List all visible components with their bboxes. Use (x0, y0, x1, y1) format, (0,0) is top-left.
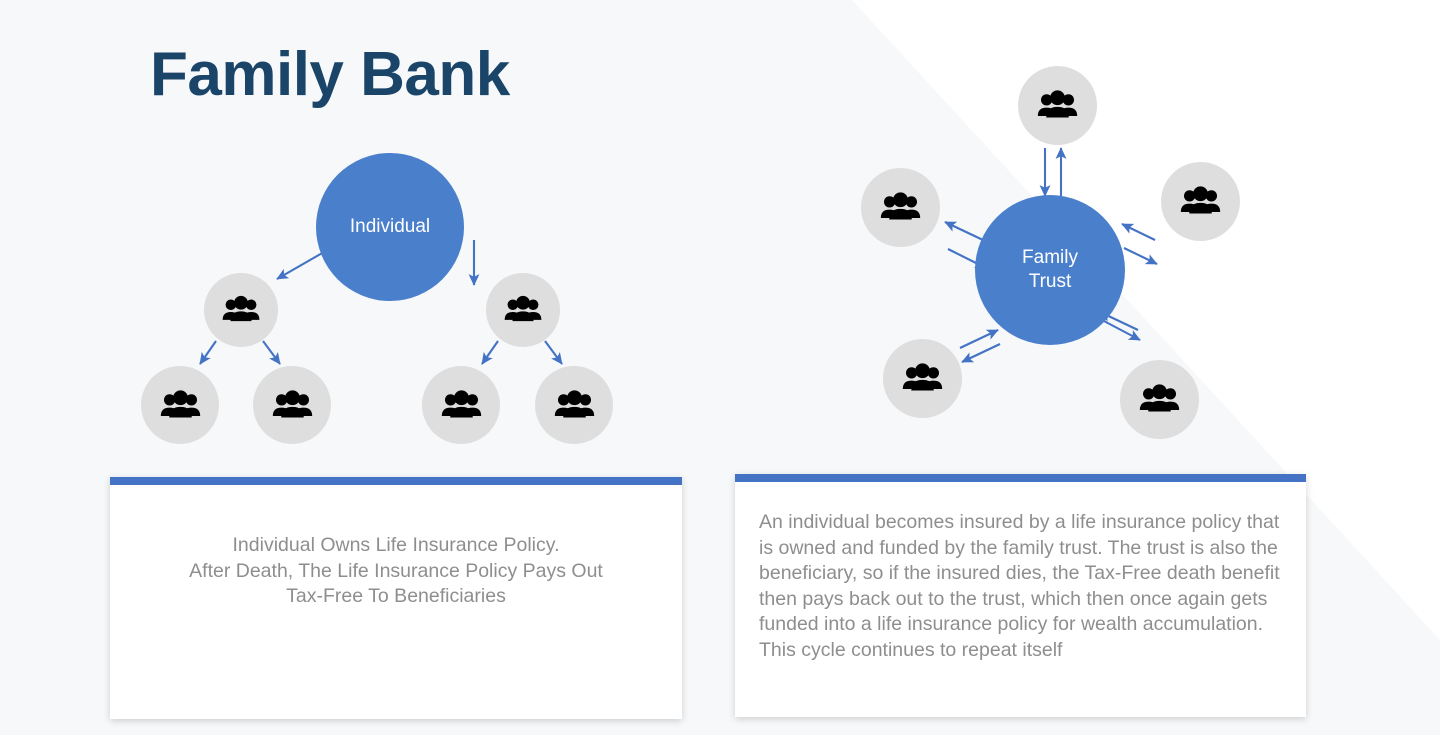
node-ind-child-1[interactable] (204, 273, 278, 347)
node-trust-right[interactable] (1161, 162, 1240, 241)
card-left: Individual Owns Life Insurance Policy. A… (110, 477, 682, 719)
arrow-individual-to-child-left (276, 251, 325, 280)
people-group-icon (441, 389, 481, 417)
node-individual-label: Individual (349, 216, 431, 238)
arrow-child-left-to-gchild-2 (262, 340, 281, 365)
node-ind-gchild-1[interactable] (141, 366, 219, 444)
card-left-text: Individual Owns Life Insurance Policy. A… (189, 534, 603, 608)
people-group-icon (1139, 384, 1180, 412)
node-family-trust-label-line2: Trust (1028, 271, 1072, 292)
node-trust-bottom-right[interactable] (1120, 360, 1199, 439)
card-right-accent-bar (735, 474, 1306, 482)
people-group-icon (272, 389, 312, 417)
node-ind-gchild-3[interactable] (422, 366, 500, 444)
node-trust-left[interactable] (861, 168, 940, 247)
people-group-icon (1037, 90, 1078, 118)
node-ind-gchild-4[interactable] (535, 366, 613, 444)
people-group-icon (880, 192, 921, 220)
node-ind-child-2[interactable] (486, 273, 560, 347)
people-group-icon (1180, 186, 1221, 214)
node-trust-top[interactable] (1018, 66, 1097, 145)
card-right: An individual becomes insured by a life … (735, 474, 1306, 717)
people-group-icon (160, 389, 200, 417)
people-group-icon (222, 295, 260, 322)
card-left-accent-bar (110, 477, 682, 485)
node-family-trust[interactable]: Family Trust (975, 195, 1125, 345)
people-group-icon (504, 295, 542, 322)
arrow-child-right-to-gchild-4 (544, 340, 563, 365)
card-right-text: An individual becomes insured by a life … (759, 511, 1280, 661)
node-ind-gchild-2[interactable] (253, 366, 331, 444)
arrow-child-left-to-gchild-1 (199, 340, 217, 365)
people-group-icon (902, 363, 943, 391)
node-family-trust-label-line1: Family (1022, 247, 1078, 269)
page-title: Family Bank (150, 40, 510, 109)
node-individual[interactable]: Individual (316, 153, 464, 301)
people-group-icon (554, 389, 594, 417)
arrow-child-right-to-gchild-3 (481, 340, 499, 365)
node-trust-bottom-left[interactable] (883, 339, 962, 418)
